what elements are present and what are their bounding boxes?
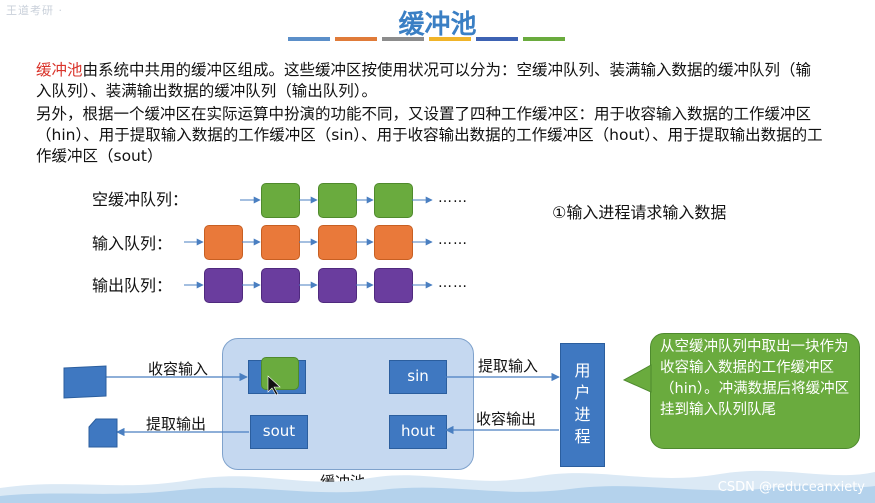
output-buffer-block [204, 268, 243, 303]
queue-arrows [184, 196, 433, 289]
watermark: CSDN @reduceanxiety [717, 480, 865, 495]
sin-work-buffer: sin [389, 360, 447, 394]
accent-bar-navy [476, 37, 518, 41]
callout-pointer [622, 364, 652, 393]
extract-output-label: 提取输出 [146, 415, 207, 433]
hin-taken-empty-buffer [261, 357, 299, 390]
sout-work-buffer: sout [250, 415, 308, 449]
decorative-wave-front [0, 485, 875, 503]
intro-paragraph-1-text: 由系统中共用的缓冲区组成。这些缓冲区按使用状况可以分为：空缓冲队列、装满输入数据… [36, 61, 812, 100]
input-queue-label: 输入队列： [92, 234, 173, 253]
accent-bar-gray [382, 37, 424, 41]
output-buffer-block [374, 268, 413, 303]
empty-buffer-block [374, 183, 413, 218]
step-caption: ①输入进程请求输入数据 [552, 203, 727, 222]
user-process-char: 程 [574, 427, 591, 446]
input-buffer-block [261, 225, 300, 260]
callout-box [650, 333, 860, 449]
empty-queue-ellipsis: …… [438, 190, 468, 206]
input-device-icon [63, 365, 107, 399]
user-process-char: 户 [574, 383, 591, 402]
accent-bar-blue [288, 37, 330, 41]
accent-bar-yellow [429, 37, 471, 41]
hout-work-buffer: hout [389, 415, 447, 449]
flow-arrows [106, 372, 560, 437]
collect-output-label: 收容输出 [476, 410, 537, 428]
input-buffer-block [374, 225, 413, 260]
output-queue-ellipsis: …… [438, 275, 468, 291]
intro-paragraph-1: 缓冲池由系统中共用的缓冲区组成。这些缓冲区按使用状况可以分为：空缓冲队列、装满输… [36, 60, 826, 102]
user-process-char: 进 [574, 405, 591, 424]
user-process-block: 用 户 进 程 [560, 343, 605, 467]
input-queue-ellipsis: …… [438, 232, 468, 248]
intro-highlight-term: 缓冲池 [36, 61, 83, 79]
collect-input-label: 收容输入 [148, 360, 209, 378]
intro-paragraph-2: 另外，根据一个缓冲区在实际运算中扮演的功能不同，又设置了四种工作缓冲区：用于收容… [36, 105, 823, 165]
input-buffer-block [204, 225, 243, 260]
input-buffer-block [318, 225, 357, 260]
output-queue-label: 输出队列： [92, 276, 173, 295]
callout-text: 从空缓冲队列中取出一块作为收容输入数据的工作缓冲区（hin）。冲满数据后将缓冲区… [660, 339, 850, 418]
corner-mark: 王道考研 · [6, 4, 63, 17]
empty-queue-label: 空缓冲队列： [92, 190, 189, 209]
output-device-icon [88, 418, 118, 448]
accent-bar-orange [335, 37, 377, 41]
output-buffer-block [318, 268, 357, 303]
mouse-cursor-icon [267, 375, 281, 396]
empty-buffer-block [318, 183, 357, 218]
extract-input-label: 提取输入 [478, 357, 539, 375]
user-process-char: 用 [574, 361, 591, 380]
accent-bar-green [523, 37, 565, 41]
slide-title: 缓冲池 [398, 10, 477, 40]
